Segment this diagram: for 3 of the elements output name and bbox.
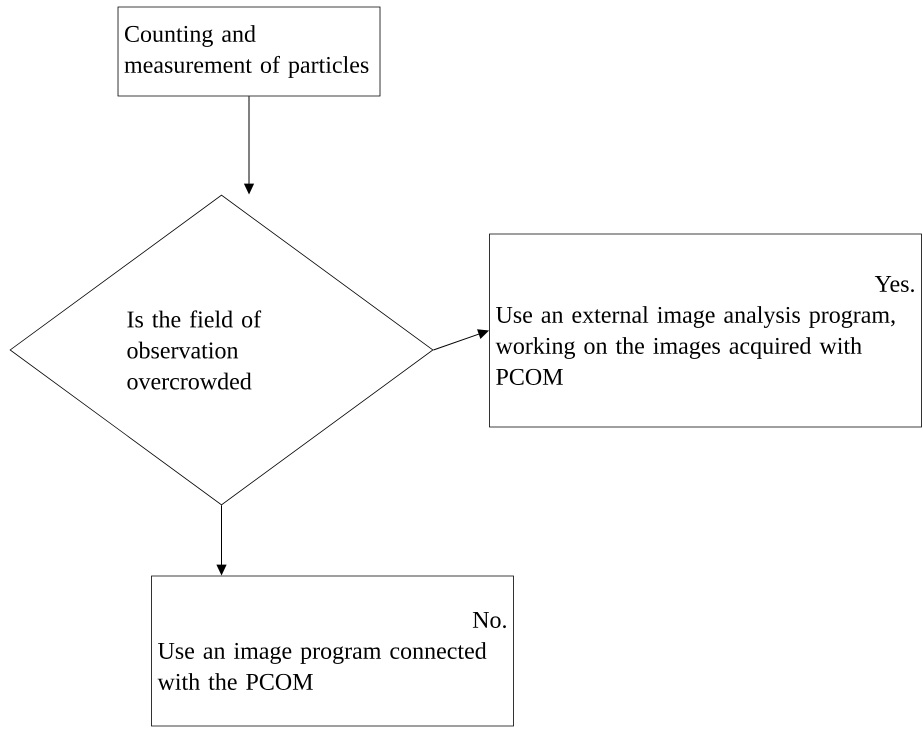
process-box: Counting and measurement of particles	[118, 6, 380, 96]
process-box: Yes. Use an external image analysis program, working on the images acquired with PCOM	[489, 234, 922, 428]
process-box: No. Use an image program connected with the PCOM	[151, 576, 514, 726]
